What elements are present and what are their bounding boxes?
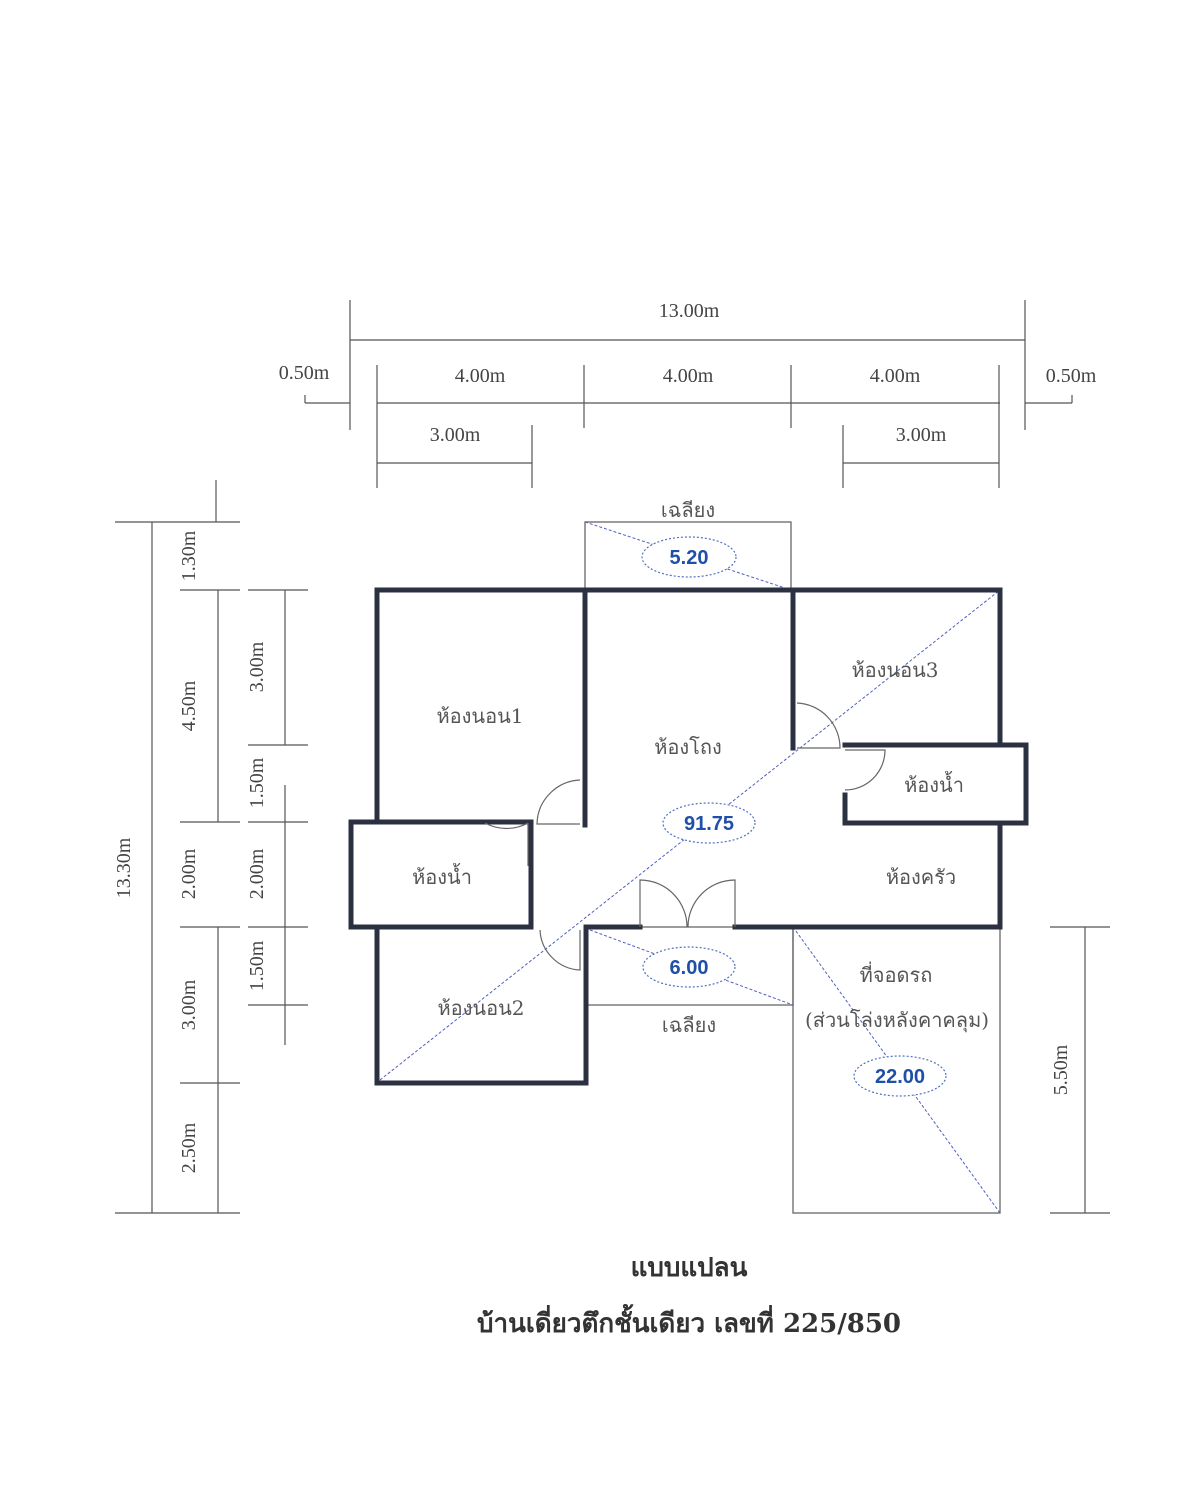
area-labels: 5.20 91.75 6.00 22.00: [641, 536, 947, 1097]
left-dimensions: 13.30m 1.30m 4.50m 2.00m 3.00m 2.50m 3.0…: [113, 480, 308, 1214]
dim-left-seg2: 4.50m: [178, 680, 200, 731]
dim-inner1: 3.00m: [246, 641, 268, 692]
dim-left-seg1: 1.30m: [178, 530, 200, 581]
label-parking: ที่จอดรถ: [860, 961, 933, 987]
label-living: ห้องโถง: [654, 735, 722, 759]
dim-margin-right: 0.50m: [1046, 365, 1097, 387]
dim-parking: 5.50m: [1050, 1044, 1072, 1095]
label-bath-left: ห้องน้ำ: [412, 863, 472, 889]
label-bedroom3: ห้องนอน3: [851, 658, 938, 682]
dim-left-seg3: 2.00m: [178, 848, 200, 899]
area-veranda-top: 5.20: [670, 547, 709, 569]
area-main: 91.75: [684, 813, 734, 835]
dim-inner2: 1.50m: [246, 757, 268, 808]
doors: [484, 702, 886, 971]
dim-inner4: 1.50m: [246, 940, 268, 991]
dim-left-sub: 3.00m: [430, 424, 481, 446]
dim-right-sub: 3.00m: [896, 424, 947, 446]
room-labels: เฉลียง ห้องนอน1 ห้องโถง ห้องนอน3 ห้องน้ำ…: [412, 498, 989, 1037]
dim-bay2: 4.00m: [663, 365, 714, 387]
area-parking: 22.00: [875, 1066, 925, 1088]
label-kitchen: ห้องครัว: [886, 865, 956, 889]
dim-inner3: 2.00m: [246, 848, 268, 899]
dim-total-depth: 13.30m: [113, 837, 135, 898]
label-bedroom1: ห้องนอน1: [436, 704, 523, 728]
label-veranda-top: เฉลียง: [661, 498, 715, 522]
plan-subtitle: บ้านเดี่ยวตึกชั้นเดียว เลขที่ 225/850: [477, 1303, 901, 1339]
label-bedroom2: ห้องนอน2: [437, 996, 524, 1020]
dim-margin-left: 0.50m: [279, 362, 330, 384]
dim-left-seg5: 2.50m: [178, 1122, 200, 1173]
label-parking-note: (ส่วนโล่งหลังคาคลุม): [805, 1008, 989, 1033]
dim-bay1: 4.00m: [455, 365, 506, 387]
dim-left-seg4: 3.00m: [178, 979, 200, 1030]
right-dimension: 5.50m: [1050, 926, 1110, 1214]
label-bath-right: ห้องน้ำ: [904, 771, 964, 797]
label-veranda-bottom: เฉลียง: [662, 1013, 716, 1037]
plan-title: แบบแปลน: [631, 1253, 748, 1283]
top-dimensions: 13.00m 0.50m 0.50m 4.00m 4.00m 4.00m 3.0…: [279, 300, 1097, 488]
dim-bay3: 4.00m: [870, 365, 921, 387]
area-veranda-bottom: 6.00: [670, 957, 709, 979]
walls: [348, 587, 1029, 1086]
dim-total-width: 13.00m: [659, 300, 720, 322]
